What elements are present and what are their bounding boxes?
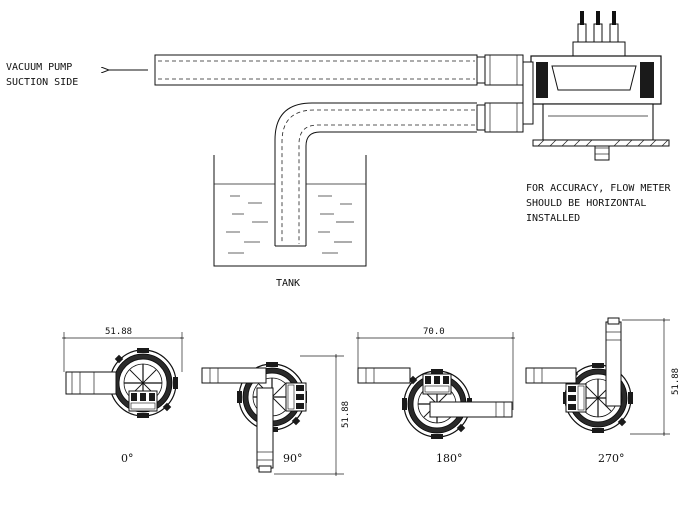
dimension-180: 70.0 [423,327,445,337]
vacuum-pump-text: VACUUM PUMP [6,62,72,73]
orientation-view-270: 51.88 270° [525,317,681,465]
note-line-3: INSTALLED [526,213,580,224]
note-line-2: SHOULD BE HORIZONTAL [526,198,646,209]
upper-suction-tube [154,54,524,86]
tank-label: TANK [276,278,300,289]
angle-180-label: 180° [436,452,463,465]
orientation-view-90: 51.88 90° [201,353,351,477]
angle-270-label: 270° [598,452,625,465]
tank: TANK [213,155,367,289]
vacuum-pump-label: VACUUM PUMP SUCTION SIDE [6,62,78,88]
angle-90-label: 90° [283,452,303,465]
dimension-0: 51.88 [105,327,132,337]
orientation-view-0: 51.88 0° [61,327,185,465]
installation-note: FOR ACCURACY, FLOW METER SHOULD BE HORIZ… [526,183,671,224]
angle-0-label: 0° [121,452,134,465]
dimension-270: 51.88 [671,368,681,395]
note-line-1: FOR ACCURACY, FLOW METER [526,183,671,194]
lower-inlet-tube [274,102,524,247]
flow-meter-side-view [522,11,670,161]
dimension-90: 51.88 [341,401,351,428]
suction-side-text: SUCTION SIDE [6,77,78,88]
orientation-view-180: 70.0 180° [355,327,516,465]
